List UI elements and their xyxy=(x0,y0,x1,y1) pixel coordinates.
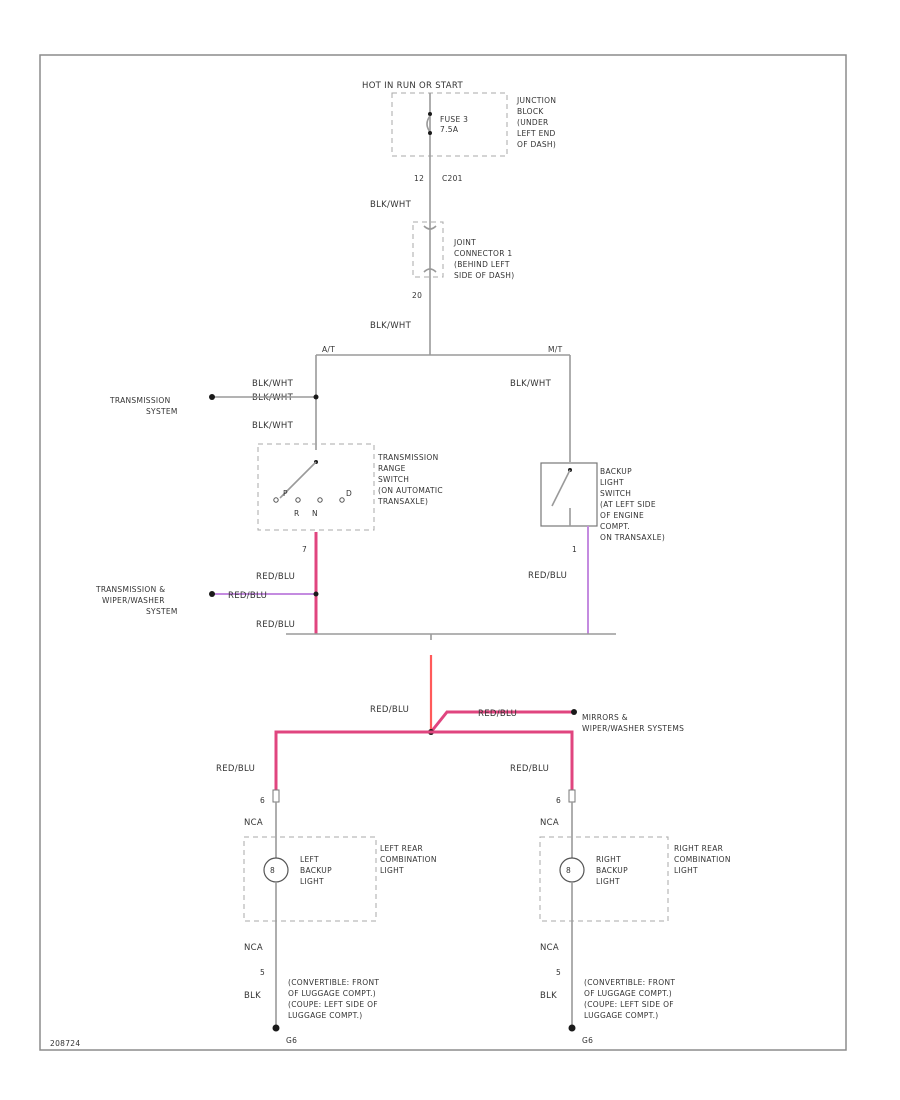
left-bulb-label: LEFT BACKUP LIGHT xyxy=(300,855,335,886)
wire-label-blkwht-2: BLK/WHT xyxy=(370,321,412,331)
wire-label-redblu-3: RED/BLU xyxy=(256,620,295,630)
wire-redblu-split xyxy=(274,730,574,790)
right-bulb-label: RIGHT BACKUP LIGHT xyxy=(596,855,631,886)
wire-label-redblu-6: RED/BLU xyxy=(478,709,517,719)
range-switch-arm xyxy=(279,461,317,499)
left-lamp-box xyxy=(243,836,377,922)
joint-connector-label: JOINT CONNECTOR 1 (BEHIND LEFT SIDE OF D… xyxy=(453,238,515,280)
left-bulb-icon xyxy=(263,857,289,883)
footer-code: 208724 xyxy=(50,1039,80,1048)
transmission-system-label: TRANSMISSION SYSTEM xyxy=(109,396,178,416)
range-pos-p: P xyxy=(283,489,288,498)
range-switch-box xyxy=(257,443,375,531)
wire-label-blkwht-1: BLK/WHT xyxy=(370,200,412,210)
range-switch-pin: 7 xyxy=(302,545,307,554)
trans-wiper-system-label: TRANSMISSION & WIPER/WASHER SYSTEM xyxy=(95,585,178,616)
wire-label-redblu-2: RED/BLU xyxy=(228,591,267,601)
left-lamp-wire-nca-top: NCA xyxy=(244,818,263,828)
wire-label-redblu-4: RED/BLU xyxy=(528,571,567,581)
fuse-symbol xyxy=(426,115,431,133)
wire-label-blkwht-5: BLK/WHT xyxy=(252,421,294,431)
backup-switch-box xyxy=(540,462,598,527)
backup-switch-label: BACKUP LIGHT SWITCH (AT LEFT SIDE OF ENG… xyxy=(600,467,665,542)
left-module-label: LEFT REAR COMBINATION LIGHT xyxy=(380,844,439,875)
right-ground-id: G6 xyxy=(582,1036,593,1045)
right-lamp-wire-blk: BLK xyxy=(540,991,557,1001)
wire-label-redblu-7: RED/BLU xyxy=(216,764,255,774)
left-lamp-wire-blk: BLK xyxy=(244,991,261,1001)
backup-switch-arm xyxy=(551,469,571,507)
right-module-label: RIGHT REAR COMBINATION LIGHT xyxy=(674,844,733,875)
right-lamp-box xyxy=(539,836,669,922)
power-label: HOT IN RUN OR START xyxy=(362,81,463,91)
right-ground-icon xyxy=(568,1024,576,1032)
wire-label-blkwht-6: BLK/WHT xyxy=(510,379,552,389)
range-switch-label: TRANSMISSION RANGE SWITCH (ON AUTOMATIC … xyxy=(377,453,446,506)
wire-label-blkwht-3: BLK/WHT xyxy=(252,379,294,389)
joint-connector-pin: 20 xyxy=(412,291,422,300)
right-lamp-wire-nca-top: NCA xyxy=(540,818,559,828)
junction-block-box xyxy=(391,92,508,157)
wire-label-redblu-8: RED/BLU xyxy=(510,764,549,774)
right-lamp-wire-nca-bottom: NCA xyxy=(540,943,559,953)
wire-redblu-mirrors xyxy=(429,710,574,733)
right-bulb-icon xyxy=(559,857,585,883)
left-ground-location: (CONVERTIBLE: FRONT OF LUGGAGE COMPT.) (… xyxy=(288,978,382,1020)
svg-text:8: 8 xyxy=(270,866,275,875)
junction-connector: C201 xyxy=(442,174,463,183)
diagram-frame xyxy=(39,54,847,1051)
joint-connector-box xyxy=(412,221,444,278)
left-lamp-pin-bottom: 5 xyxy=(260,968,265,977)
wire-label-redblu-5: RED/BLU xyxy=(370,705,409,715)
junction-pin: 12 xyxy=(414,174,424,183)
branch-mt: M/T xyxy=(548,345,563,354)
right-lamp-pin-bottom: 5 xyxy=(556,968,561,977)
left-lamp-wire-nca-bottom: NCA xyxy=(244,943,263,953)
wire-label-blkwht-4: BLK/WHT xyxy=(252,393,294,403)
range-pos-r: R xyxy=(294,509,300,518)
merge-bracket xyxy=(286,633,616,640)
left-ground-icon xyxy=(272,1024,280,1032)
backup-switch-pin: 1 xyxy=(572,545,577,554)
right-ground-location: (CONVERTIBLE: FRONT OF LUGGAGE COMPT.) (… xyxy=(584,978,678,1020)
wire-label-redblu-1: RED/BLU xyxy=(256,572,295,582)
range-pos-n: N xyxy=(312,509,318,518)
svg-text:8: 8 xyxy=(566,866,571,875)
left-lamp-pin-top: 6 xyxy=(260,796,265,805)
junction-block-label: JUNCTION BLOCK (UNDER LEFT END OF DASH) xyxy=(516,96,559,149)
mirrors-system-label: MIRRORS & WIPER/WASHER SYSTEMS xyxy=(582,713,684,733)
range-pos-d: D xyxy=(346,489,352,498)
right-lamp-pin-top: 6 xyxy=(556,796,561,805)
branch-at: A/T xyxy=(322,345,335,354)
left-ground-id: G6 xyxy=(286,1036,297,1045)
